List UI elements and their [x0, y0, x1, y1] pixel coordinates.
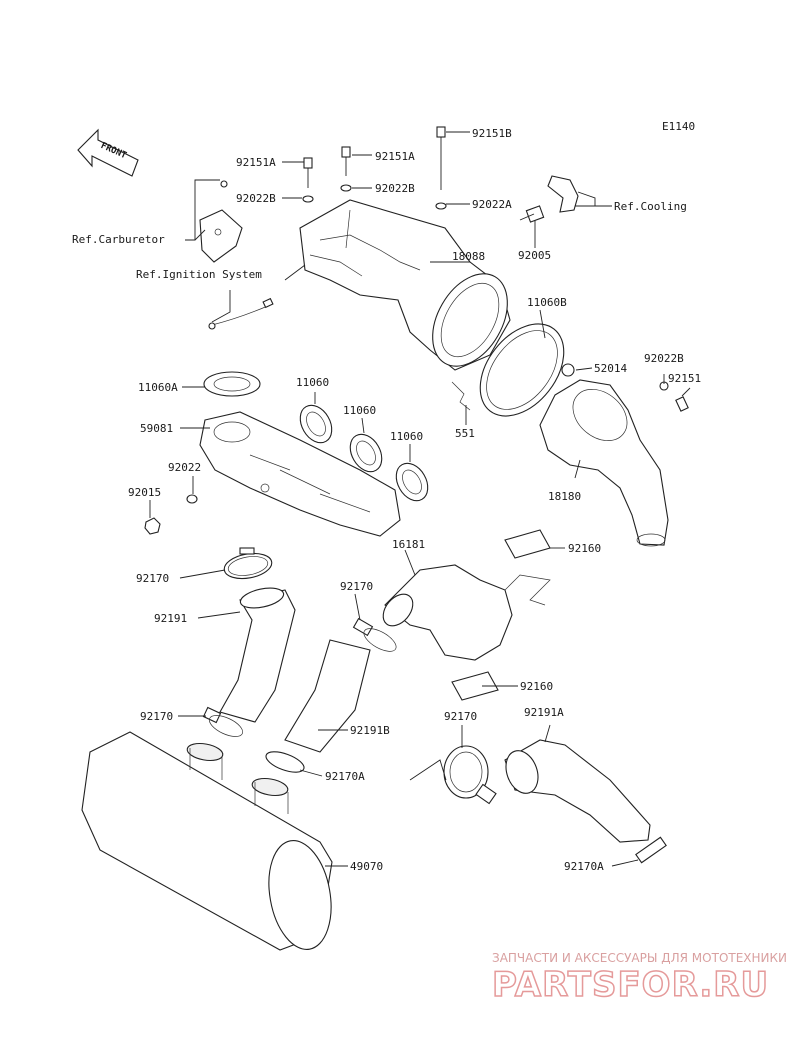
label-92151B: 92151B — [472, 127, 512, 140]
hose-92191 — [219, 587, 296, 723]
label-92151: 92151 — [668, 372, 701, 385]
label-92151A-1: 92151A — [236, 156, 276, 169]
label-92170-2: 92170 — [340, 580, 373, 593]
pad-92160-upper — [504, 529, 551, 559]
label-92160-2: 92160 — [520, 680, 553, 693]
gasket-11060-2 — [349, 433, 383, 473]
label-92005: 92005 — [518, 249, 551, 262]
watermark-tagline: ЗАПЧАСТИ И АКСЕССУАРЫ ДЛЯ МОТОТЕХНИКИ — [492, 951, 787, 965]
exhaust-manifold-59081 — [199, 411, 401, 537]
gasket-11060-3 — [395, 462, 429, 502]
label-92170A-1: 92170A — [325, 770, 365, 783]
label-18088: 18088 — [452, 250, 485, 263]
label-52014: 52014 — [594, 362, 627, 375]
bolt-92151A-left — [302, 157, 314, 203]
label-11060B: 11060B — [527, 296, 567, 309]
cooling-fitting-92005 — [519, 205, 545, 223]
label-92191: 92191 — [154, 612, 187, 625]
nut-92015 — [144, 517, 161, 535]
label-92170-1: 92170 — [136, 572, 169, 585]
gasket-11060A — [203, 371, 261, 397]
label-92151A-2: 92151A — [375, 150, 415, 163]
label-92170-3: 92170 — [140, 710, 173, 723]
hose-92191A — [504, 739, 651, 843]
label-11060-2: 11060 — [343, 404, 376, 417]
washer-92022 — [186, 494, 198, 504]
front-arrow-icon: FRONT — [77, 128, 139, 177]
pad-92160-lower — [451, 671, 499, 701]
muffler-49070 — [81, 731, 333, 951]
hose-92191B — [284, 639, 371, 753]
label-18180: 18180 — [548, 490, 581, 503]
label-92022: 92022 — [168, 461, 201, 474]
ref-ignition-system: Ref.Ignition System — [136, 268, 262, 281]
label-92022B-2: 92022B — [375, 182, 415, 195]
bolt-92151A-right — [340, 146, 352, 192]
clamp-92170-2 — [352, 617, 397, 652]
label-11060-1: 11060 — [296, 376, 329, 389]
label-49070: 49070 — [350, 860, 383, 873]
watermark: ЗАПЧАСТИ И АКСЕССУАРЫ ДЛЯ МОТОТЕХНИКИ PA… — [491, 951, 787, 1006]
ref-carburetor: Ref.Carburetor — [72, 233, 165, 246]
label-92015: 92015 — [128, 486, 161, 499]
carburetor-bracket — [199, 180, 243, 263]
label-11060A: 11060A — [138, 381, 178, 394]
ref-cooling: Ref.Cooling — [614, 200, 687, 213]
label-92191B: 92191B — [350, 724, 390, 737]
gasket-11060B — [479, 323, 565, 417]
label-92022B-3: 92022B — [644, 352, 684, 365]
label-92170-4: 92170 — [444, 710, 477, 723]
cooling-hose — [547, 175, 579, 213]
label-92160-1: 92160 — [568, 542, 601, 555]
label-11060-3: 11060 — [390, 430, 423, 443]
diagram-code: E1140 — [662, 120, 695, 133]
exhaust-elbow-18180 — [539, 363, 689, 547]
exhaust-pipe-16181 — [382, 564, 551, 661]
clamp-92170-4 — [443, 745, 497, 805]
label-92022B-1: 92022B — [236, 192, 276, 205]
label-59081: 59081 — [140, 422, 173, 435]
clamp-92170-3 — [202, 706, 244, 737]
sensor-551 — [451, 381, 471, 411]
leader-lines — [149, 131, 691, 867]
label-16181: 16181 — [392, 538, 425, 551]
label-92191A: 92191A — [524, 706, 564, 719]
part-labels: 92151A 92151A 92151B 92022B 92022B 92022… — [72, 127, 701, 873]
exhaust-pipe-18088 — [299, 199, 511, 371]
bolt-92151B — [435, 126, 447, 210]
ignition-wire — [208, 297, 274, 330]
label-92022A: 92022A — [472, 198, 512, 211]
watermark-brand: PARTSFOR.RU — [492, 965, 769, 1005]
gasket-11060-1 — [299, 404, 333, 444]
clamp-92170-1 — [223, 547, 273, 580]
label-92170A-2: 92170A — [564, 860, 604, 873]
clamp-92170A-1 — [265, 751, 305, 773]
label-551: 551 — [455, 427, 475, 440]
clamp-92170A-2 — [635, 836, 667, 864]
